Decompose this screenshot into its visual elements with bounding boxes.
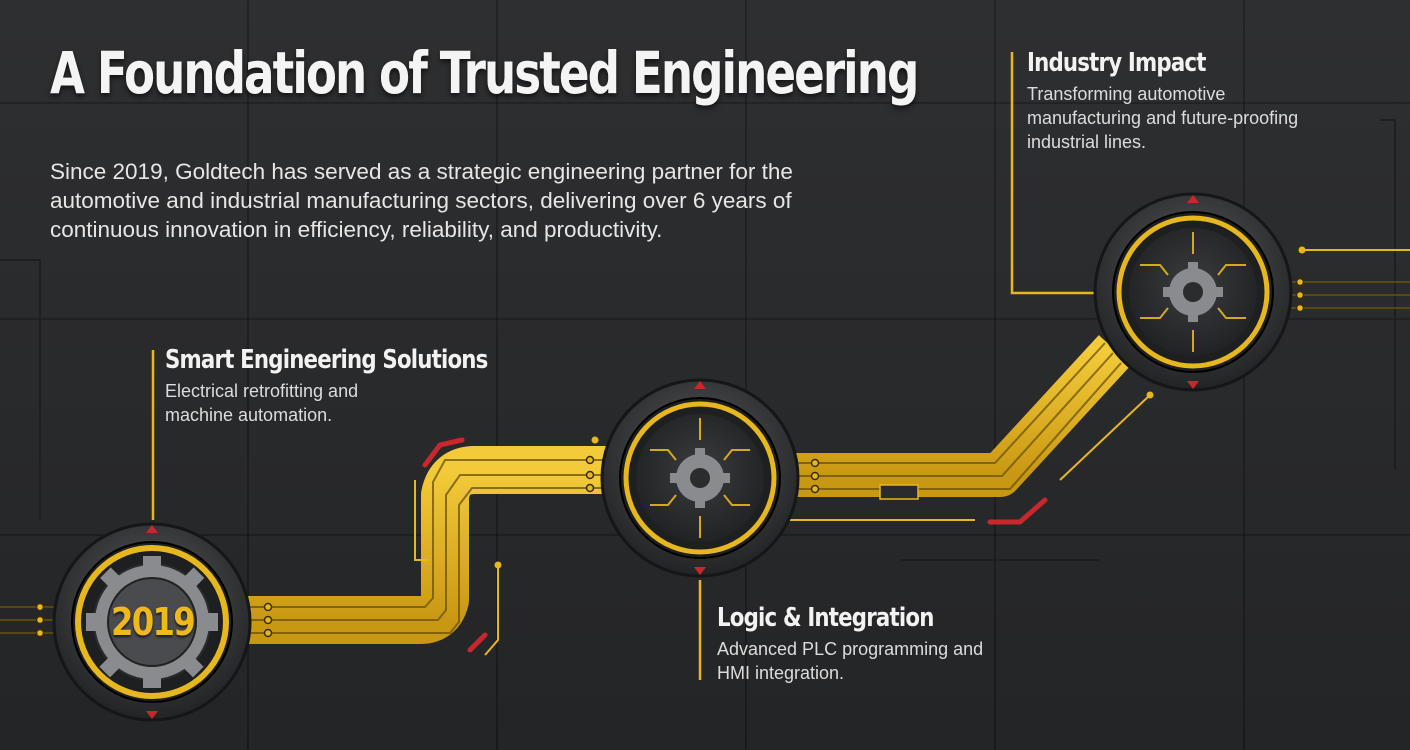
milestone-description-line: machine automation. xyxy=(165,405,333,425)
intro-paragraph: Since 2019, Goldtech has served as a str… xyxy=(50,159,793,242)
milestone-industry-impact: Industry Impact Transforming automotive … xyxy=(1027,48,1298,154)
milestone-smart-engineering: Smart Engineering Solutions Electrical r… xyxy=(165,345,558,427)
background-circuit-lines xyxy=(0,119,1396,561)
milestone-description-line: industrial lines. xyxy=(1027,132,1147,152)
milestone-description-line: Advanced PLC programming and xyxy=(717,639,984,659)
milestone-description-line: Transforming automotive xyxy=(1027,84,1226,104)
milestone-logic-integration: Logic & Integration Advanced PLC program… xyxy=(717,603,983,685)
leader-lines xyxy=(151,52,1095,680)
page-title: A Foundation of Trusted Engineering xyxy=(50,39,919,107)
node-year-label: 2019 xyxy=(110,600,196,644)
milestone-title: Logic & Integration xyxy=(717,603,934,633)
timeline-node-logic xyxy=(600,378,800,578)
milestone-description-line: HMI integration. xyxy=(717,663,845,683)
milestone-title: Industry Impact xyxy=(1027,48,1206,78)
milestone-description-line: manufacturing and future-proofing xyxy=(1027,108,1299,128)
milestone-title: Smart Engineering Solutions xyxy=(165,345,488,375)
circuit-trace-bus xyxy=(0,246,1410,656)
timeline-node-2019 xyxy=(52,522,252,722)
timeline-node-impact xyxy=(1093,192,1293,392)
milestone-description-line: Electrical retrofitting and xyxy=(165,381,359,401)
